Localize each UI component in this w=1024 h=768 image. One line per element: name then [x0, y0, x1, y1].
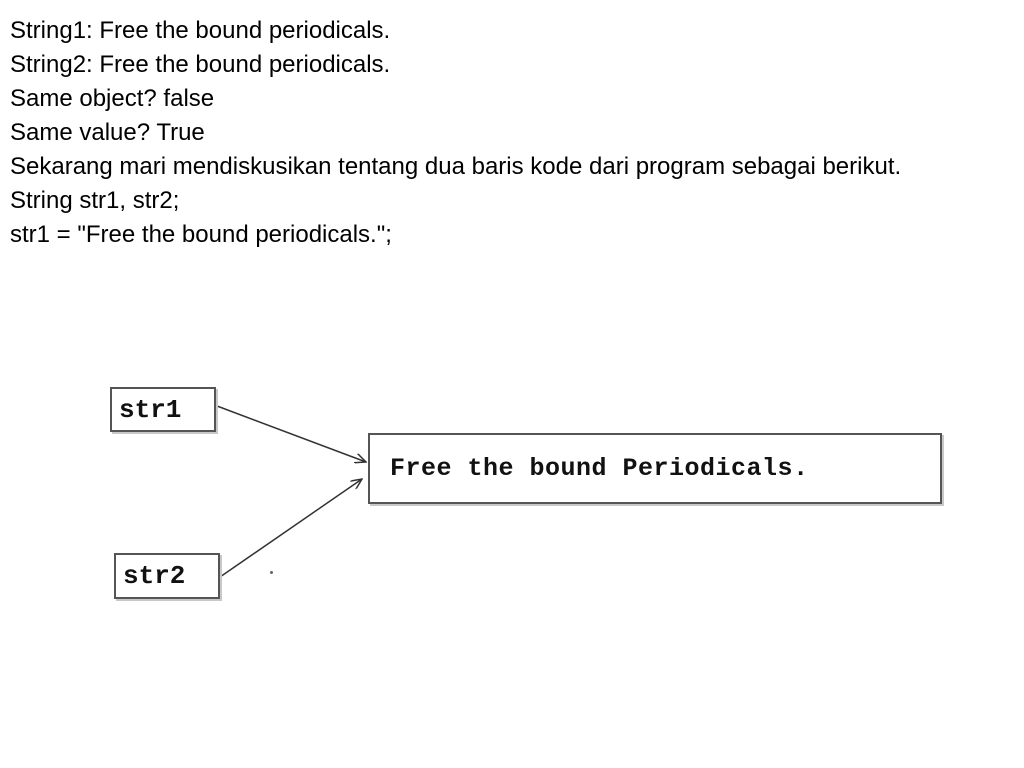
str1-reference-box: str1 [110, 387, 216, 432]
output-line-string1: String1: Free the bound periodicals. [10, 17, 391, 44]
slide-text: String1: Free the bound periodicals. Str… [10, 14, 1010, 252]
string-object-value: Free the bound Periodicals. [390, 454, 809, 483]
code-line-assignment: str1 = "Free the bound periodicals."; [10, 221, 392, 248]
str1-label: str1 [119, 394, 182, 425]
output-line-same-value: Same value? True [10, 119, 205, 146]
output-line-string2: String2: Free the bound periodicals. [10, 51, 391, 78]
stray-dot [270, 571, 273, 574]
str2-label: str2 [123, 561, 186, 591]
code-line-declaration: String str1, str2; [10, 187, 180, 214]
str2-reference-box: str2 [114, 553, 220, 599]
arrow-str2-to-value [219, 479, 362, 578]
arrow-str1-to-value [216, 405, 366, 462]
string-object-box: Free the bound Periodicals. [368, 433, 942, 504]
explanation-paragraph: Sekarang mari mendiskusikan tentang dua … [10, 153, 902, 180]
output-line-same-object: Same object? false [10, 85, 215, 112]
